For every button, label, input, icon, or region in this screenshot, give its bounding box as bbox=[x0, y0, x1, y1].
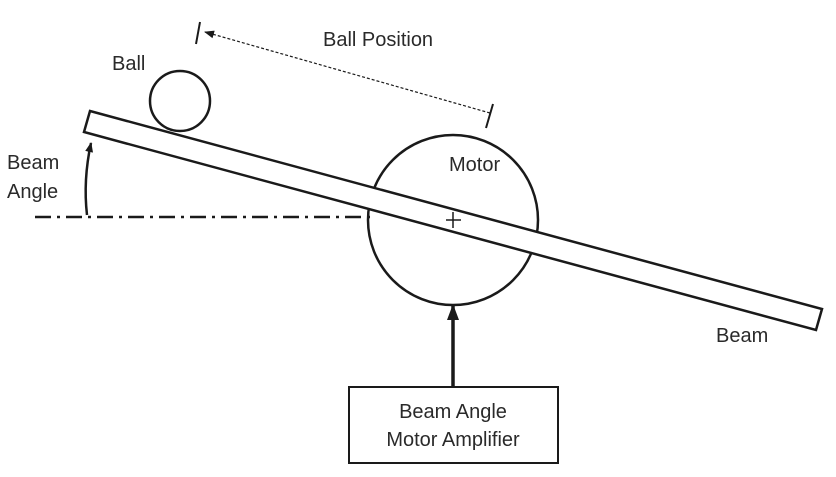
beam-angle-arc-arrow bbox=[84, 142, 94, 216]
amplifier-box bbox=[348, 386, 559, 464]
ball-position-start-tick bbox=[195, 21, 201, 45]
ball-label: Ball bbox=[112, 53, 145, 75]
amplifier-label-line2: Motor Amplifier bbox=[386, 429, 520, 451]
ball-position-arrow bbox=[204, 30, 491, 114]
amplifier-label-line1: Beam Angle bbox=[399, 401, 507, 423]
beam-label: Beam bbox=[716, 325, 768, 347]
ball-circle bbox=[148, 69, 212, 133]
motor-label: Motor bbox=[449, 154, 500, 176]
beam-angle-label-line2: Angle bbox=[7, 181, 58, 203]
ball-position-end-tick bbox=[485, 103, 494, 129]
beam-angle-label-line1: Beam bbox=[7, 152, 59, 174]
ball-position-label: Ball Position bbox=[323, 29, 433, 51]
